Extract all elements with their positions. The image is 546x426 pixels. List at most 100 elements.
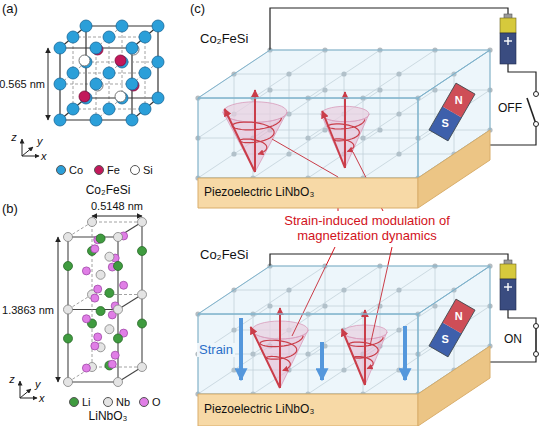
legend-item: Si [130,164,153,176]
switch-state: ON [504,333,522,347]
material-caption: Co₂FeSi [86,184,131,198]
axis-arrow [22,147,33,156]
co-atom [54,78,66,90]
co-atom [80,20,92,32]
dimension-arrow [58,237,59,382]
film-block: Co₂FeSi [198,248,490,394]
li-atom [64,334,73,343]
co-atom [67,67,79,79]
axis-triad [20,381,37,398]
legend-text: Co [69,164,83,176]
nb-atom [138,363,147,372]
battery-body [500,33,516,64]
dimension-label: 1.3863 nm [2,304,54,317]
battery-cap [500,264,516,279]
co-atom [67,103,79,115]
legend-text: Si [143,164,153,176]
wire [508,64,536,94]
legend-text: Nb [116,396,130,408]
co-atom [139,31,151,43]
o-atom [82,267,90,275]
co-atom [80,56,92,68]
material-caption: LiNbO₃ [89,410,128,424]
co-atom [116,56,128,68]
co-atom [126,42,138,54]
slab-side-face [418,346,490,426]
film-outline [198,32,490,178]
nb-atom [64,378,73,387]
o-atom [82,364,90,372]
dimension-arrow [92,216,142,217]
li-atom [138,319,147,328]
panel-label: (b) [2,202,18,217]
cell-edge [68,236,118,237]
cell-edge [92,222,142,223]
material-label: Piezoelectric LiNbO₃ [204,403,496,417]
axis-arrow [22,139,23,156]
magnet-pole: S [442,117,449,130]
li-atom [105,288,114,297]
co-atom [54,42,66,54]
wire [508,310,536,326]
co2fesi-unit-cell [48,20,164,126]
co-atom [152,20,164,32]
film-block: Co₂FeSi [198,32,490,178]
switch-contact [534,92,539,97]
material-label: Piezoelectric LiNbO₃ [204,186,496,200]
legend-swatch [139,397,149,407]
film-outline [198,248,490,394]
axis-label: z [9,373,15,386]
o-atom [120,281,128,289]
strain-label: Strain [197,343,235,358]
film-front-face [198,98,418,178]
legend-item: Nb [103,396,130,408]
co-atom [103,103,115,115]
wire [270,8,508,50]
switch-contact [534,352,539,357]
axis-arrow [20,381,21,398]
legend-swatch [69,397,79,407]
axis-arrow [20,389,31,398]
nb-atom [105,252,114,261]
nb-atom [105,325,114,334]
legend-text: Fe [107,164,120,176]
dimension-label: 0.5148 nm [91,200,143,213]
o-atom [108,360,116,368]
substrate-slab: Piezoelectric LiNbO₃ [198,130,490,208]
switch-lever [535,326,537,354]
legend-swatch [130,165,140,175]
si-atom [115,91,126,102]
legend-swatch [56,165,66,175]
co-atom [90,114,102,126]
o-atom [91,294,99,302]
legend-swatch [103,397,113,407]
fe-atom [115,55,126,66]
magnet-pole: N [455,310,463,323]
nb-atom [96,270,105,279]
switch-contact [534,324,539,329]
o-atom [94,333,102,341]
co-atom [80,92,92,104]
cell-edge [68,381,118,382]
o-atom [91,245,99,253]
co-atom [103,31,115,43]
cell-edge [92,367,142,368]
nb-atom [64,305,73,314]
axis-label: z [11,131,17,144]
si-atom [79,55,90,66]
linbo3-unit-cell [58,216,147,387]
nb-atom [114,305,123,314]
battery-body [500,279,516,310]
co-atom [126,78,138,90]
co-atom [90,78,102,90]
nb-atom [114,378,123,387]
li-atom [96,234,105,243]
legend-swatch [94,165,104,175]
film-front-face [198,314,418,394]
axis-arrow [22,156,39,157]
o-atom [91,342,99,350]
switch-state: OFF [498,102,522,116]
material-label: Co₂FeSi [200,248,492,263]
co-atom [139,103,151,115]
